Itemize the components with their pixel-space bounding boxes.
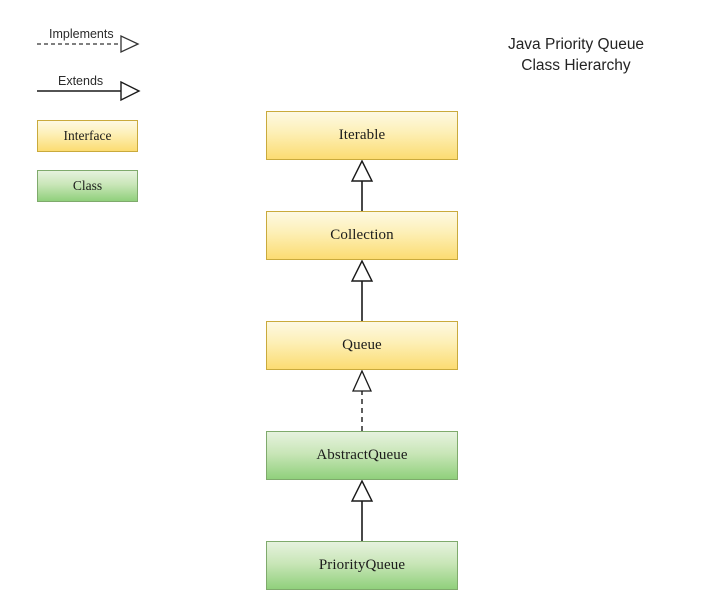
node-queue-label: Queue (342, 337, 382, 353)
legend-swatch-class-label: Class (72, 178, 103, 193)
node-abstractqueue-label: AbstractQueue (316, 447, 408, 463)
node-collection-label: Collection (330, 227, 394, 243)
node-queue: Queue (266, 321, 458, 370)
node-iterable: Iterable (266, 111, 458, 160)
diagram-title-line-1: Java Priority Queue (507, 36, 645, 53)
legend-swatch-interface: Interface (37, 120, 138, 152)
diagram-title-line-2: Class Hierarchy (521, 57, 631, 74)
legend-implements-label: Implements (49, 27, 114, 41)
node-collection: Collection (266, 211, 458, 260)
edge-queue-extends-collection (350, 259, 374, 321)
edge-priorityqueue-extends-abstractqueue (350, 479, 374, 541)
node-priorityqueue-label: PriorityQueue (318, 557, 406, 573)
node-iterable-label: Iterable (338, 127, 386, 143)
legend-swatch-class: Class (37, 170, 138, 202)
node-abstractqueue: AbstractQueue (266, 431, 458, 480)
diagram-title: Java Priority Queue Class Hierarchy (446, 34, 706, 76)
node-priorityqueue: PriorityQueue (266, 541, 458, 590)
legend-swatch-interface-label: Interface (63, 128, 112, 143)
edge-collection-extends-iterable (350, 159, 374, 211)
edge-abstractqueue-implements-queue (351, 369, 373, 431)
legend-extends-label: Extends (58, 74, 104, 88)
